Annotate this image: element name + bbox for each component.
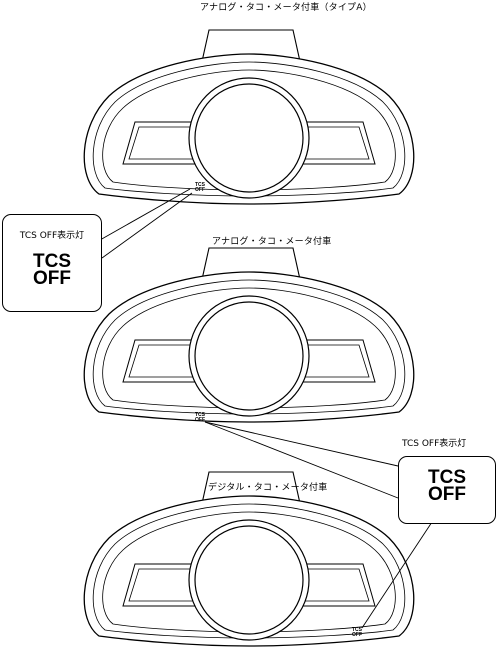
leader-line: [204, 421, 399, 499]
leader-line: [101, 192, 193, 259]
callout-title: TCS OFF表示灯: [402, 439, 467, 449]
callout-title: TCS OFF表示灯: [19, 231, 85, 241]
cluster-analog-drawing: [83, 247, 415, 423]
leader-line: [204, 421, 399, 467]
leader-line: [361, 521, 433, 629]
cluster-caption-analog-type-a: アナログ・タコ・メータ付車（タイプA）: [200, 3, 372, 13]
cluster-caption-digital: デジタル・タコ・メータ付車: [208, 483, 328, 493]
cluster-analog-type-a-drawing: [83, 29, 415, 205]
leader-line: [99, 188, 191, 241]
cluster-caption-analog: アナログ・タコ・メータ付車: [212, 237, 332, 247]
cluster-digital-drawing: [83, 471, 415, 647]
